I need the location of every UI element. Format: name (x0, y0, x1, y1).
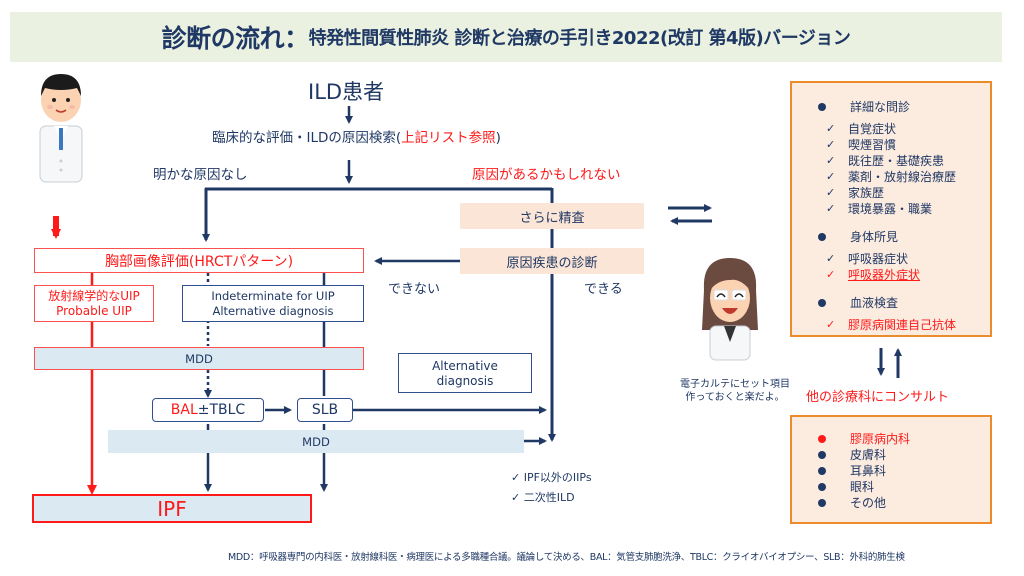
bullet-icon (818, 483, 826, 491)
bal-label: BAL (170, 402, 198, 418)
checklist-item: ✓ 家族歴 (826, 185, 990, 201)
check-icon: ✓ (826, 202, 836, 215)
check-icon: ✓ (826, 318, 836, 331)
box-indeterminate-uip: Indeterminate for UIP Alternative diagno… (182, 285, 364, 322)
box-alternative-diagnosis: Alternative diagnosis (398, 353, 532, 393)
consult-box: 膠原病内科 皮膚科 耳鼻科 眼科 その他 (790, 415, 992, 524)
department-label: 眼科 (850, 480, 875, 494)
checklist-item-label: 呼吸器症状 (848, 252, 909, 266)
checklist-item: ✓ 既往歴・基礎疾患 (826, 153, 990, 169)
check-icon: ✓ (826, 138, 836, 151)
label-cannot: できない (388, 282, 441, 297)
outcome-item: ✓ 二次性ILD (511, 488, 592, 508)
doctor-comment: 電子カルテにセット項目 作っておくと楽だよ。 (670, 378, 800, 404)
indeterminate-line-1: Indeterminate for UIP (211, 289, 335, 303)
department-item: 眼科 (818, 479, 990, 495)
department-item: 耳鼻科 (818, 463, 990, 479)
bullet-icon (818, 299, 826, 307)
indeterminate-line-2: Alternative diagnosis (212, 304, 334, 318)
check-icon: ✓ (826, 154, 836, 167)
flow-start-ild-patient: ILD患者 (308, 80, 385, 104)
checklist-item-label: 環境暴露・職業 (848, 202, 933, 216)
check-icon: ✓ (511, 491, 524, 504)
checklist-item: ✓ 喫煙習慣 (826, 137, 990, 153)
checklist-item-label: 膠原病関連自己抗体 (848, 318, 957, 332)
outcome-list: ✓ IPF以外のIIPs ✓ 二次性ILD (511, 468, 592, 508)
doctor-comment-line-1: 電子カルテにセット項目 (680, 379, 790, 390)
label-can: できる (584, 282, 623, 297)
bullet-icon (818, 451, 826, 459)
bullet-icon (818, 103, 826, 111)
checklist-item-label: 自覚症状 (848, 122, 897, 136)
checklist-section-heading: 血液検査 (818, 295, 990, 311)
evaluation-reference-link: 上記リスト参照 (401, 130, 496, 146)
department-item-highlight: 膠原病内科 (818, 431, 990, 447)
section-heading-label: 詳細な問診 (850, 100, 911, 114)
box-hrct-evaluation: 胸部画像評価(HRCTパターン) (34, 248, 364, 273)
checklist-item-label: 家族歴 (848, 186, 885, 200)
outcome-label: IPF以外のIIPs (523, 471, 592, 484)
check-icon: ✓ (826, 186, 836, 199)
box-bal-tblc: BAL±TBLC (152, 398, 264, 422)
section-heading-label: 血液検査 (850, 296, 899, 310)
checklist-item-label: 喫煙習慣 (848, 138, 897, 152)
checklist-item-label: 既往歴・基礎疾患 (848, 154, 945, 168)
checklist-box: 詳細な問診 ✓ 自覚症状 ✓ 喫煙習慣 ✓ 既往歴・基礎疾患 ✓ 薬剤・放射線治療歴 ✓… (790, 81, 992, 337)
alternative-line-1: Alternative (432, 359, 498, 373)
footnote: MDD：呼吸器専門の内科医・放射線科医・病理医による多職種合議。議論して決める、… (228, 552, 905, 563)
bullet-icon (818, 233, 826, 241)
bullet-icon (818, 435, 826, 443)
check-icon: ✓ (826, 122, 836, 135)
evaluation-text: 臨床的な評価・ILDの原因検索( (212, 130, 402, 146)
box-ipf: IPF (32, 494, 312, 523)
title-subtitle: 特発性間質性肺炎 診断と治療の手引き2022(改訂 第4版)バージョン (308, 28, 851, 49)
male-doctor-illustration (30, 66, 92, 186)
check-icon: ✓ (826, 268, 836, 281)
checklist-item: ✓ 自覚症状 (826, 121, 990, 137)
alternative-line-2: diagnosis (436, 374, 494, 388)
uip-line-1: 放射線学的なUIP (48, 289, 140, 303)
title-bar: 診断の流れ： 特発性間質性肺炎 診断と治療の手引き2022(改訂 第4版)バージ… (10, 12, 1002, 62)
checklist-section-heading: 身体所見 (818, 229, 990, 245)
flow-clinical-evaluation: 臨床的な評価・ILDの原因検索(上記リスト参照) (212, 126, 501, 146)
box-mdd-second: MDD (108, 430, 524, 453)
department-item: 皮膚科 (818, 447, 990, 463)
department-item: その他 (818, 495, 990, 511)
checklist-item: ✓ 環境暴露・職業 (826, 201, 990, 217)
doctor-comment-line-2: 作っておくと楽だよ。 (685, 392, 785, 403)
checklist-section-heading: 詳細な問診 (818, 99, 990, 115)
check-icon: ✓ (826, 170, 836, 183)
checklist-item-label: 薬剤・放射線治療歴 (848, 170, 957, 184)
checklist-item-highlight: ✓ 膠原病関連自己抗体 (826, 317, 990, 333)
department-label: その他 (850, 496, 887, 510)
outcome-item: ✓ IPF以外のIIPs (511, 468, 592, 488)
label-maybe-cause: 原因があるかもしれない (472, 167, 621, 183)
evaluation-suffix: ) (495, 130, 501, 146)
checklist-item-highlight: ✓ 呼吸器外症状 (826, 267, 990, 283)
title-main: 診断の流れ： (161, 24, 310, 53)
box-cause-diagnosis: 原因疾患の診断 (460, 248, 644, 274)
check-icon: ✓ (826, 252, 836, 265)
box-slb: SLB (297, 398, 353, 422)
department-label: 耳鼻科 (850, 464, 887, 478)
box-radiological-uip: 放射線学的なUIP Probable UIP (34, 285, 154, 322)
checklist-item: ✓ 薬剤・放射線治療歴 (826, 169, 990, 185)
box-further-exam: さらに精査 (460, 203, 644, 229)
female-doctor-illustration (694, 250, 766, 362)
checklist-item-label: 呼吸器外症状 (848, 268, 921, 282)
box-mdd-first: MDD (34, 347, 364, 370)
uip-line-2: Probable UIP (56, 304, 132, 318)
consult-label: 他の診療科にコンサルト (806, 390, 950, 405)
outcome-label: 二次性ILD (523, 491, 575, 504)
bullet-icon (818, 499, 826, 507)
checklist-item: ✓ 呼吸器症状 (826, 251, 990, 267)
section-heading-label: 身体所見 (850, 230, 899, 244)
label-no-cause: 明かな原因なし (153, 167, 248, 183)
check-icon: ✓ (511, 471, 524, 484)
tblc-label: ±TBLC (197, 402, 246, 418)
department-label: 皮膚科 (850, 448, 887, 462)
bullet-icon (818, 467, 826, 475)
department-label: 膠原病内科 (850, 432, 911, 446)
